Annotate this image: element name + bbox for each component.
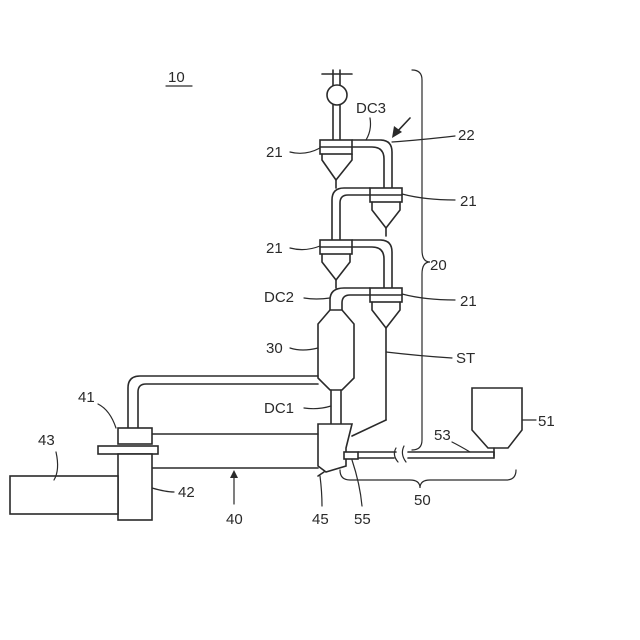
hopper	[472, 388, 522, 456]
label-42: 42	[178, 484, 195, 501]
label-system: 10	[168, 69, 185, 86]
label-41: 41	[78, 389, 95, 406]
calciner	[318, 310, 354, 424]
bracket-50	[340, 470, 516, 488]
label-dc3: DC3	[356, 100, 386, 117]
exhaust-fan	[322, 70, 352, 140]
label-43: 43	[38, 432, 55, 449]
arrow-22	[392, 118, 410, 138]
label-53: 53	[434, 427, 451, 444]
label-40: 40	[226, 511, 243, 528]
label-22: 22	[458, 127, 475, 144]
cyclone-4	[370, 288, 402, 420]
bracket-20	[412, 70, 430, 450]
label-55: 55	[354, 511, 371, 528]
cyclone-1	[320, 140, 352, 188]
label-51: 51	[538, 413, 555, 430]
cyclone-3	[320, 240, 352, 288]
label-dc1: DC1	[264, 400, 294, 417]
rotary-kiln	[152, 434, 318, 468]
label-21-c: 21	[266, 240, 283, 257]
label-dc2: DC2	[264, 289, 294, 306]
label-st: ST	[456, 350, 475, 367]
arrow-40	[230, 470, 238, 504]
label-21-b: 21	[460, 193, 477, 210]
label-50: 50	[414, 492, 431, 509]
clinker-cooler	[10, 476, 118, 514]
preheater	[318, 140, 402, 436]
label-21-a: 21	[266, 144, 283, 161]
label-45: 45	[312, 511, 329, 528]
label-30: 30	[266, 340, 283, 357]
kiln-inlet	[318, 424, 352, 476]
cyclone-2	[370, 188, 402, 236]
label-20: 20	[430, 257, 447, 274]
label-21-d: 21	[460, 293, 477, 310]
